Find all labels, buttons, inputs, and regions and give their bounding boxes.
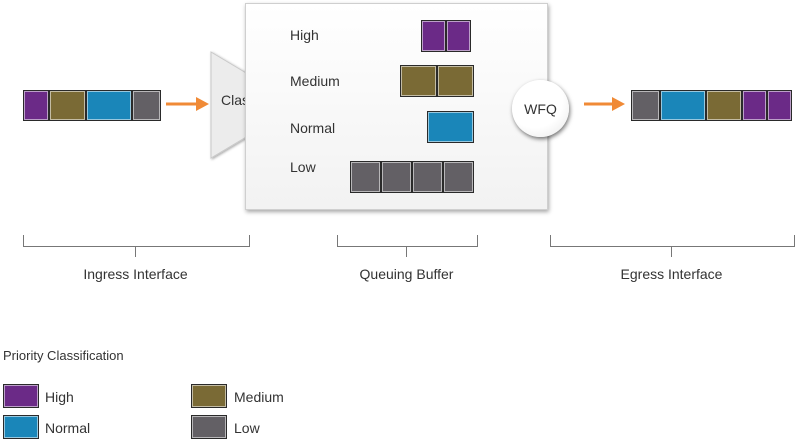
buffer-packet-normal <box>427 111 474 143</box>
legend-swatch-medium <box>191 384 227 408</box>
queue-label-high: High <box>290 27 319 43</box>
ingress-packet-low <box>132 90 161 121</box>
egress-packet-high <box>742 90 767 121</box>
ingress-packet-normal <box>86 90 132 121</box>
buffer-bracket <box>337 235 478 247</box>
legend-swatch-normal <box>3 415 39 439</box>
legend-swatch-low <box>191 415 227 439</box>
ingress-bracket-tick <box>135 246 136 257</box>
buffer-packet-low <box>381 161 412 193</box>
egress-bracket-tick <box>671 246 672 257</box>
egress-packet-low <box>631 90 660 121</box>
buffer-packet-medium <box>437 65 474 97</box>
buffer-packet-low <box>412 161 443 193</box>
wfq-scheduler: WFQ <box>512 80 569 137</box>
legend-swatch-high <box>3 384 39 408</box>
legend-label-normal: Normal <box>45 420 91 436</box>
egress-packet-medium <box>706 90 742 121</box>
egress-packet-high <box>767 90 792 121</box>
buffer-bracket-tick <box>406 246 407 257</box>
egress-interface-label: Egress Interface <box>620 266 723 282</box>
buffer-packet-high <box>421 20 446 52</box>
buffer-packet-medium <box>400 65 437 97</box>
ingress-interface-label: Ingress Interface <box>83 266 188 282</box>
legend-title: Priority Classification <box>3 348 124 363</box>
queue-label-low: Low <box>290 159 316 175</box>
wfq-label: WFQ <box>524 100 557 117</box>
egress-bracket <box>550 235 795 247</box>
ingress-arrow <box>166 97 209 111</box>
egress-packet-normal <box>660 90 706 121</box>
ingress-packet-medium <box>49 90 86 121</box>
queuing-buffer-label: Queuing Buffer <box>359 266 454 282</box>
buffer-packet-high <box>446 20 471 52</box>
legend-label-high: High <box>45 389 74 405</box>
queue-label-medium: Medium <box>290 73 340 89</box>
buffer-packet-low <box>350 161 381 193</box>
legend-label-low: Low <box>234 420 260 436</box>
legend-label-medium: Medium <box>234 389 284 405</box>
queue-label-normal: Normal <box>290 120 336 136</box>
ingress-bracket <box>23 235 250 247</box>
buffer-packet-low <box>443 161 474 193</box>
egress-arrow <box>584 97 625 111</box>
ingress-packet-high <box>23 90 49 121</box>
